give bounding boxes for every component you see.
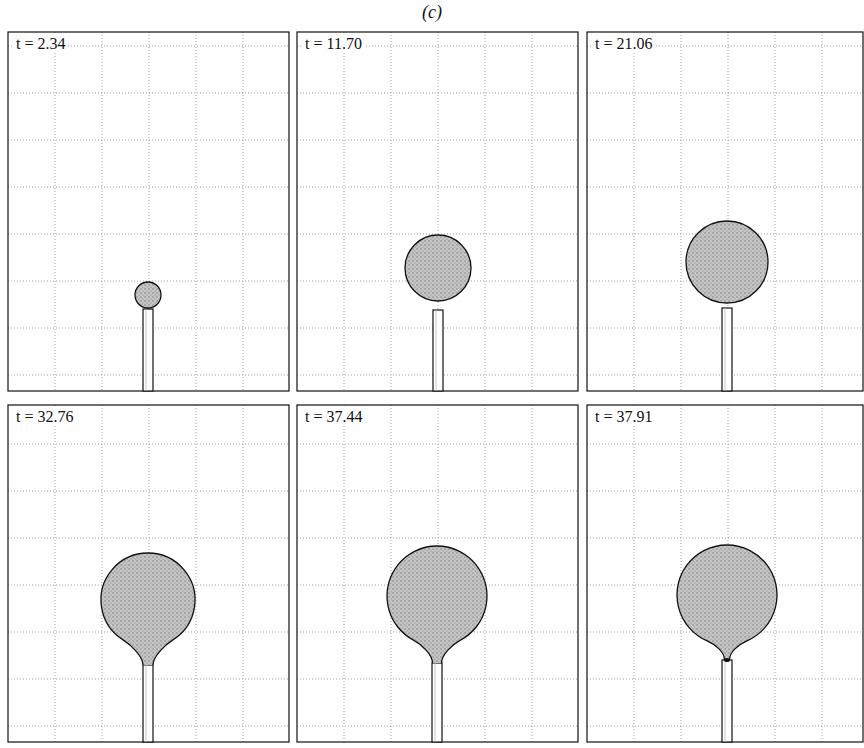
- grid-line: [55, 405, 56, 742]
- grid-line: [532, 32, 533, 391]
- bubble: [686, 221, 768, 303]
- figure-title: (c): [0, 2, 864, 23]
- grid-line: [297, 538, 578, 539]
- grid-line: [297, 187, 578, 188]
- time-panel: [587, 32, 863, 391]
- grid-line: [485, 32, 486, 391]
- nozzle-tube: [432, 663, 442, 742]
- bubble-outline: [677, 545, 777, 660]
- panel-frame: [297, 405, 578, 742]
- grid-line: [587, 140, 863, 141]
- bubble-fill: [677, 545, 777, 660]
- grid-line: [297, 491, 578, 492]
- grid-line: [8, 444, 289, 445]
- grid-line: [391, 32, 392, 391]
- grid-line: [485, 405, 486, 742]
- time-label: t = 21.06: [593, 35, 654, 53]
- grid-line: [8, 538, 289, 539]
- grid-line: [196, 405, 197, 742]
- time-label: t = 2.34: [14, 35, 67, 53]
- nozzle-tube: [143, 309, 153, 391]
- nozzle-shade: [725, 660, 726, 742]
- time-label: t = 37.44: [303, 408, 364, 426]
- grid-line: [196, 32, 197, 391]
- time-panel: [587, 405, 863, 742]
- nozzle-shade: [146, 665, 147, 742]
- grid-line: [344, 32, 345, 391]
- grid-line: [822, 405, 823, 742]
- bubble: [135, 282, 161, 308]
- grid-line: [8, 140, 289, 141]
- nozzle-tube: [722, 660, 732, 742]
- grid-line: [8, 281, 289, 282]
- panel-frame: [8, 405, 289, 742]
- nozzle-shade: [436, 310, 437, 391]
- panel-frame: [587, 405, 863, 742]
- nozzle-shade: [725, 308, 726, 391]
- grid-line: [297, 140, 578, 141]
- bubble-fill: [387, 546, 487, 663]
- panel-frame: [8, 32, 289, 391]
- grid-line: [55, 32, 56, 391]
- grid-line: [8, 93, 289, 94]
- panel-frame: [297, 32, 578, 391]
- time-label: t = 32.76: [14, 408, 75, 426]
- bubble-fill: [101, 553, 195, 665]
- grid-line: [775, 32, 776, 391]
- grid-line: [243, 405, 244, 742]
- grid-line: [587, 444, 863, 445]
- grid-line: [587, 187, 863, 188]
- nozzle-shade: [435, 663, 436, 742]
- pinch-point: [724, 658, 730, 662]
- nozzle-tube: [722, 308, 732, 391]
- grid-line: [587, 491, 863, 492]
- grid-line: [8, 187, 289, 188]
- grid-line: [102, 405, 103, 742]
- nozzle-tube: [433, 310, 443, 391]
- bubble: [405, 235, 471, 301]
- grid-line: [391, 405, 392, 742]
- time-label: t = 37.91: [593, 408, 654, 426]
- grid-line: [532, 405, 533, 742]
- bubble-outline: [387, 546, 487, 663]
- nozzle-shade: [146, 309, 147, 391]
- time-panel: [8, 405, 289, 742]
- grid-line: [344, 405, 345, 742]
- grid-line: [634, 32, 635, 391]
- grid-line: [681, 32, 682, 391]
- grid-line: [775, 405, 776, 742]
- grid-line: [587, 538, 863, 539]
- bubble-outline: [101, 553, 195, 665]
- time-panel: [8, 32, 289, 391]
- grid-line: [102, 32, 103, 391]
- grid-line: [243, 32, 244, 391]
- grid-line: [634, 405, 635, 742]
- nozzle-tube: [143, 665, 153, 742]
- grid-line: [8, 491, 289, 492]
- time-panel: [297, 32, 578, 391]
- time-label: t = 11.70: [303, 35, 364, 53]
- time-panel: [297, 405, 578, 742]
- grid-line: [297, 234, 578, 235]
- grid-line: [8, 234, 289, 235]
- panel-frame: [587, 32, 863, 391]
- grid-line: [822, 32, 823, 391]
- grid-line: [297, 444, 578, 445]
- grid-line: [297, 93, 578, 94]
- grid-line: [587, 93, 863, 94]
